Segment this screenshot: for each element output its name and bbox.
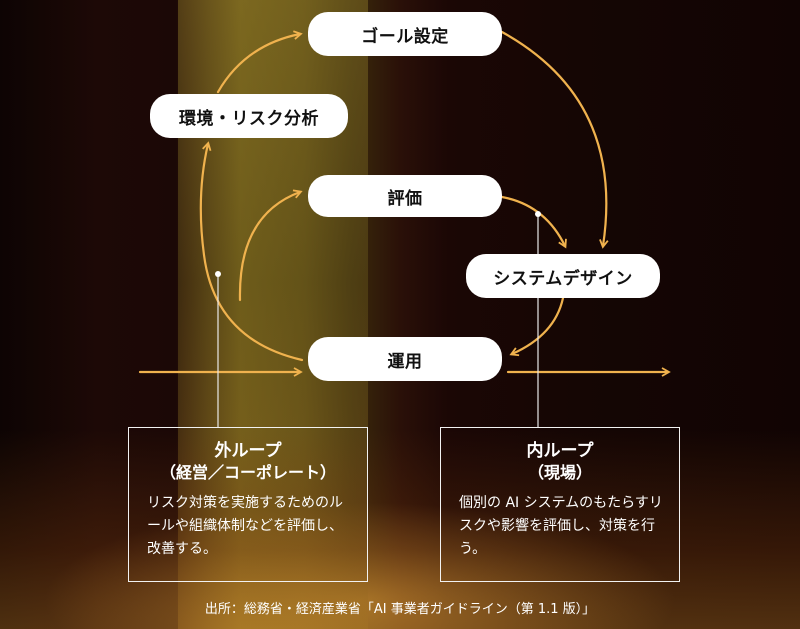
- node-eval: 評価: [308, 175, 502, 217]
- outer-loop-subtitle: （経営／コーポレート）: [159, 463, 336, 482]
- outer-loop-box: 外ループ （経営／コーポレート） リスク対策を実施するためのルールや組織体制など…: [128, 427, 368, 582]
- inner-connector-dot: [535, 211, 541, 217]
- node-system: システムデザイン: [466, 254, 660, 298]
- inner-loop-title: 内ループ: [526, 441, 594, 461]
- node-goal: ゴール設定: [308, 12, 502, 56]
- arrow-system-to-ops: [509, 296, 565, 357]
- inner-loop-box: 内ループ （現場） 個別の AI システムのもたらすリスクや影響を評価し、対策を…: [440, 427, 680, 582]
- arrow-inner-loop: [238, 189, 303, 302]
- floor-glow: [0, 430, 800, 629]
- arrow-goal-to-system: [500, 30, 609, 249]
- outer-connector-dot: [215, 271, 221, 277]
- outer-loop-description: リスク対策を実施するためのルールや組織体制などを評価し、改善する。: [147, 495, 343, 557]
- arrow-env-to-goal: [216, 30, 303, 94]
- source-caption: 出所：総務省・経済産業省「AI 事業者ガイドライン（第 1.1 版）」: [204, 602, 596, 617]
- arrow-eval-to-system: [500, 195, 567, 249]
- node-ops: 運用: [308, 337, 502, 381]
- node-env: 環境・リスク分析: [150, 94, 348, 138]
- arrow-outer-loop: [199, 141, 304, 362]
- outer-loop-title: 外ループ: [214, 441, 282, 461]
- inner-loop-subtitle: （現場）: [527, 463, 592, 482]
- inner-loop-description: 個別の AI システムのもたらすリスクや影響を評価し、対策を行う。: [459, 495, 663, 557]
